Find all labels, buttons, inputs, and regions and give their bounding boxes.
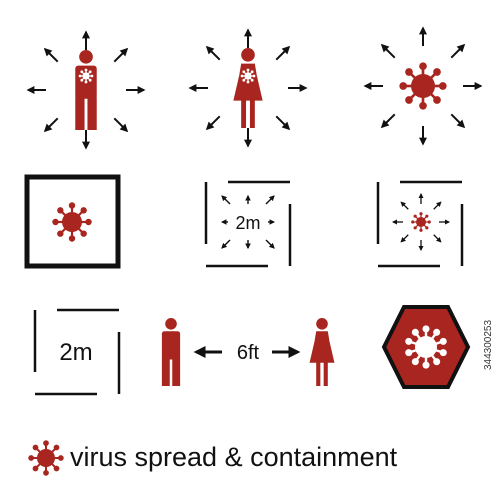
frame-border <box>376 180 464 268</box>
stock-id-watermark: 344300253 <box>483 319 494 370</box>
caption: virus spread & containment <box>70 442 398 472</box>
six-feet-distance-icon: 6ft <box>161 318 335 386</box>
virus-icon <box>52 202 92 242</box>
arrow-icon <box>450 43 466 59</box>
arrow-icon <box>400 201 409 210</box>
distance-label-feet: 6ft <box>237 342 260 364</box>
virus-spreading-icon <box>363 26 483 146</box>
frame-border <box>204 180 292 268</box>
two-meter-box-icon: 2m <box>33 308 121 396</box>
arrow-icon <box>43 117 59 133</box>
woman-figure <box>309 318 335 386</box>
arrow-icon <box>221 195 231 205</box>
arrow-icon <box>43 47 59 63</box>
virus-legend-icon <box>28 440 64 476</box>
virus-contained-frame-icon <box>376 180 464 268</box>
arrow-icon <box>433 201 442 210</box>
virus-hexagon-sign-icon <box>381 305 471 389</box>
arrow-icon <box>205 115 221 131</box>
arrow-icon <box>265 195 275 205</box>
arrow-icon <box>221 239 231 249</box>
virus-icon <box>28 440 64 476</box>
arrow-icon <box>113 117 129 133</box>
woman-figure <box>233 48 263 128</box>
virus-icon <box>399 62 447 110</box>
woman-spreading-virus-icon <box>188 28 308 148</box>
man-figure <box>75 50 97 130</box>
arrow-icon <box>265 239 275 249</box>
frame-border <box>33 308 121 396</box>
chest-virus-icon <box>78 68 94 84</box>
arrow-icon <box>205 45 221 61</box>
arrow-icon <box>380 113 396 129</box>
virus-icon <box>411 212 431 232</box>
man-figure <box>161 318 181 386</box>
arrow-icon <box>275 45 291 61</box>
arrow-icon <box>275 115 291 131</box>
distance-label-small: 2m <box>235 213 260 233</box>
virus-icon <box>405 325 447 369</box>
arrow-icon <box>433 234 442 243</box>
man-spreading-virus-icon <box>26 30 146 150</box>
arrow-icon <box>400 234 409 243</box>
distance-label-big: 2m <box>59 339 92 366</box>
arrow-icon <box>113 47 129 63</box>
two-meter-distance-frame-icon: 2m <box>204 180 292 268</box>
virus-quarantine-frame-icon <box>24 174 121 269</box>
arrow-icon <box>380 43 396 59</box>
chest-virus-icon <box>240 68 256 84</box>
arrow-icon <box>450 113 466 129</box>
